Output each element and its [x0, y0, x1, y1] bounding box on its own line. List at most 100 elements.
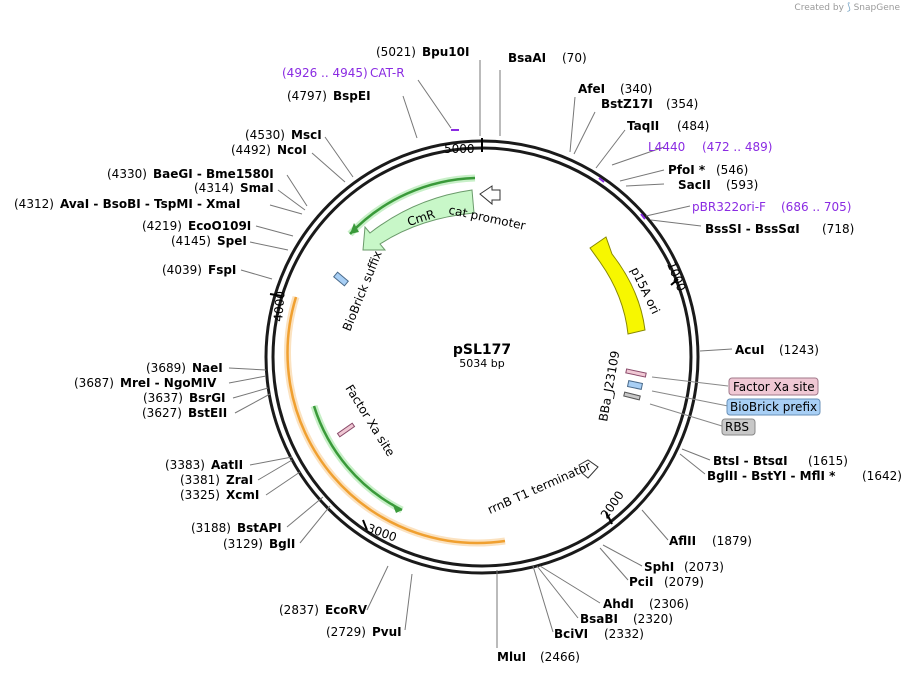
enzyme-name[interactable]: BspEI: [333, 89, 371, 103]
tick-label-4000: 4000: [271, 291, 288, 323]
enzyme-name[interactable]: BstAPI: [237, 521, 282, 535]
factor-xa-mark[interactable]: [625, 368, 647, 378]
rbs-mark[interactable]: [623, 391, 641, 401]
rbs-callout-box[interactable]: [721, 418, 756, 436]
enzyme-pos: (1615): [808, 454, 848, 468]
enzyme-pos: (1243): [779, 343, 819, 357]
enzyme-name[interactable]: ZraI: [226, 473, 253, 487]
biobrick-suffix-label: BioBrick suffix: [340, 249, 385, 333]
enzyme-name[interactable]: EcoO109I: [188, 219, 251, 233]
enzyme-name[interactable]: SmaI: [240, 181, 274, 195]
p15a-ori-feature-arrow[interactable]: [589, 236, 646, 335]
green-arc-halo: [310, 404, 404, 514]
cat-promoter-arrow[interactable]: [479, 185, 501, 206]
enzyme-name[interactable]: NcoI: [277, 143, 307, 157]
enzyme-pos: (484): [677, 119, 709, 133]
pbr322ori-f-primer-range: (686 .. 705): [781, 200, 851, 214]
enzyme-pos: (4039): [162, 263, 202, 277]
snapgene-logo-icon: ⟆: [846, 2, 851, 13]
enzyme-name[interactable]: FspI: [208, 263, 236, 277]
enzyme-pos: (4219): [142, 219, 182, 233]
enzyme-name[interactable]: BstZ17I: [601, 97, 653, 111]
left-leader-lines: [228, 60, 481, 631]
enzyme-name[interactable]: AvaI - BsoBI - TspMI - XmaI: [60, 197, 240, 211]
pbr322ori-f-primer-name: pBR322ori-F: [692, 200, 766, 214]
enzyme-name[interactable]: MreI - NgoMIV: [120, 376, 217, 390]
enzyme-name[interactable]: AcuI: [735, 343, 764, 357]
enzyme-pos: (4314): [194, 181, 234, 195]
enzyme-pos: (3188): [191, 521, 231, 535]
snapgene-branding: Created by ⟆ SnapGene: [794, 2, 900, 13]
enzyme-name[interactable]: BciVI: [554, 627, 588, 641]
enzyme-pos: (718): [822, 222, 854, 236]
enzyme-name[interactable]: AatII: [211, 458, 243, 472]
enzyme-pos: (354): [666, 97, 698, 111]
cat-r-primer-range: (4926 .. 4945): [282, 66, 368, 80]
enzyme-pos: (2332): [604, 627, 644, 641]
enzyme-name[interactable]: BstEII: [188, 406, 227, 420]
enzyme-pos: (1642): [862, 469, 902, 483]
cat-promoter-label: cat promoter: [447, 203, 526, 233]
snapgene-text: SnapGene: [853, 3, 900, 13]
rrnb-terminator-label: rrnB T1 terminator: [485, 459, 593, 517]
enzyme-pos: (2073): [684, 560, 724, 574]
created-by-text: Created by: [794, 3, 844, 13]
rbs-callout-label: RBS: [725, 420, 749, 434]
tick-4000: [269, 293, 283, 297]
rrnb-terminator-arrow[interactable]: [578, 459, 599, 479]
enzyme-name[interactable]: SacII: [678, 178, 711, 192]
enzyme-name[interactable]: MscI: [291, 128, 322, 142]
enzyme-name[interactable]: AfeI: [578, 82, 605, 96]
cmr-feature-arrow[interactable]: [362, 189, 475, 251]
biobrick-prefix-callout-box[interactable]: [726, 398, 821, 416]
enzyme-name[interactable]: AflII: [669, 534, 696, 548]
plasmid-length: 5034 bp: [459, 357, 504, 370]
enzyme-pos: (3325): [180, 488, 220, 502]
enzyme-name[interactable]: MluI: [497, 650, 526, 664]
enzyme-pos: (3383): [165, 458, 205, 472]
tick-2000: [605, 511, 613, 525]
enzyme-pos: (593): [726, 178, 758, 192]
enzyme-name[interactable]: BssSI - BssSαI: [705, 222, 800, 236]
factor-xa-inner-box[interactable]: [336, 422, 356, 438]
rbs-callout-line: [649, 403, 723, 427]
enzyme-name[interactable]: XcmI: [226, 488, 259, 502]
enzyme-pos: (70): [562, 51, 587, 65]
cat-r-primer-name: CAT-R: [370, 66, 405, 80]
bba-j23109-label: BBa_J23109: [596, 350, 622, 423]
enzyme-name[interactable]: BsrGI: [189, 391, 226, 405]
enzyme-name[interactable]: NaeI: [192, 361, 223, 375]
green-arc-arrowhead: [392, 503, 402, 513]
enzyme-name[interactable]: Bpu10I: [422, 45, 469, 59]
enzyme-name[interactable]: BsaAI: [508, 51, 546, 65]
enzyme-name[interactable]: SphI: [644, 560, 674, 574]
enzyme-name[interactable]: BaeGI - Bme1580I: [153, 167, 274, 181]
biobrick-prefix-mark[interactable]: [626, 380, 644, 390]
enzyme-name[interactable]: BglI: [269, 537, 295, 551]
enzyme-name[interactable]: BsaBI: [580, 612, 618, 626]
enzyme-name[interactable]: EcoRV: [325, 603, 368, 617]
plasmid-name: pSL177: [453, 342, 511, 358]
enzyme-name[interactable]: PvuI: [372, 625, 402, 639]
enzyme-name[interactable]: BglII - BstYI - MflI *: [707, 469, 836, 483]
enzyme-pos: (4530): [245, 128, 285, 142]
enzyme-name[interactable]: TaqII: [627, 119, 659, 133]
biobrick-suffix-box[interactable]: [333, 271, 349, 287]
enzyme-pos: (4145): [171, 234, 211, 248]
tick-label-2000: 2000: [598, 488, 627, 521]
enzyme-pos: (4330): [107, 167, 147, 181]
cmr-arc: [349, 176, 476, 235]
cmr-arc-arrowhead: [350, 223, 359, 234]
factor-xa-inner-label: Factor Xa site: [342, 382, 397, 459]
tick-label-5000: 5000: [444, 142, 475, 156]
orange-arc: [286, 296, 506, 545]
enzyme-name[interactable]: BtsI - BtsαI: [713, 454, 788, 468]
enzyme-name[interactable]: SpeI: [217, 234, 247, 248]
enzyme-pos: (4797): [287, 89, 327, 103]
factor-xa-callout-box[interactable]: [728, 377, 819, 396]
enzyme-name[interactable]: AhdI: [603, 597, 634, 611]
tick-1000: [670, 278, 679, 286]
enzyme-name[interactable]: PciI: [629, 575, 654, 589]
enzyme-name[interactable]: PfoI *: [668, 163, 706, 177]
